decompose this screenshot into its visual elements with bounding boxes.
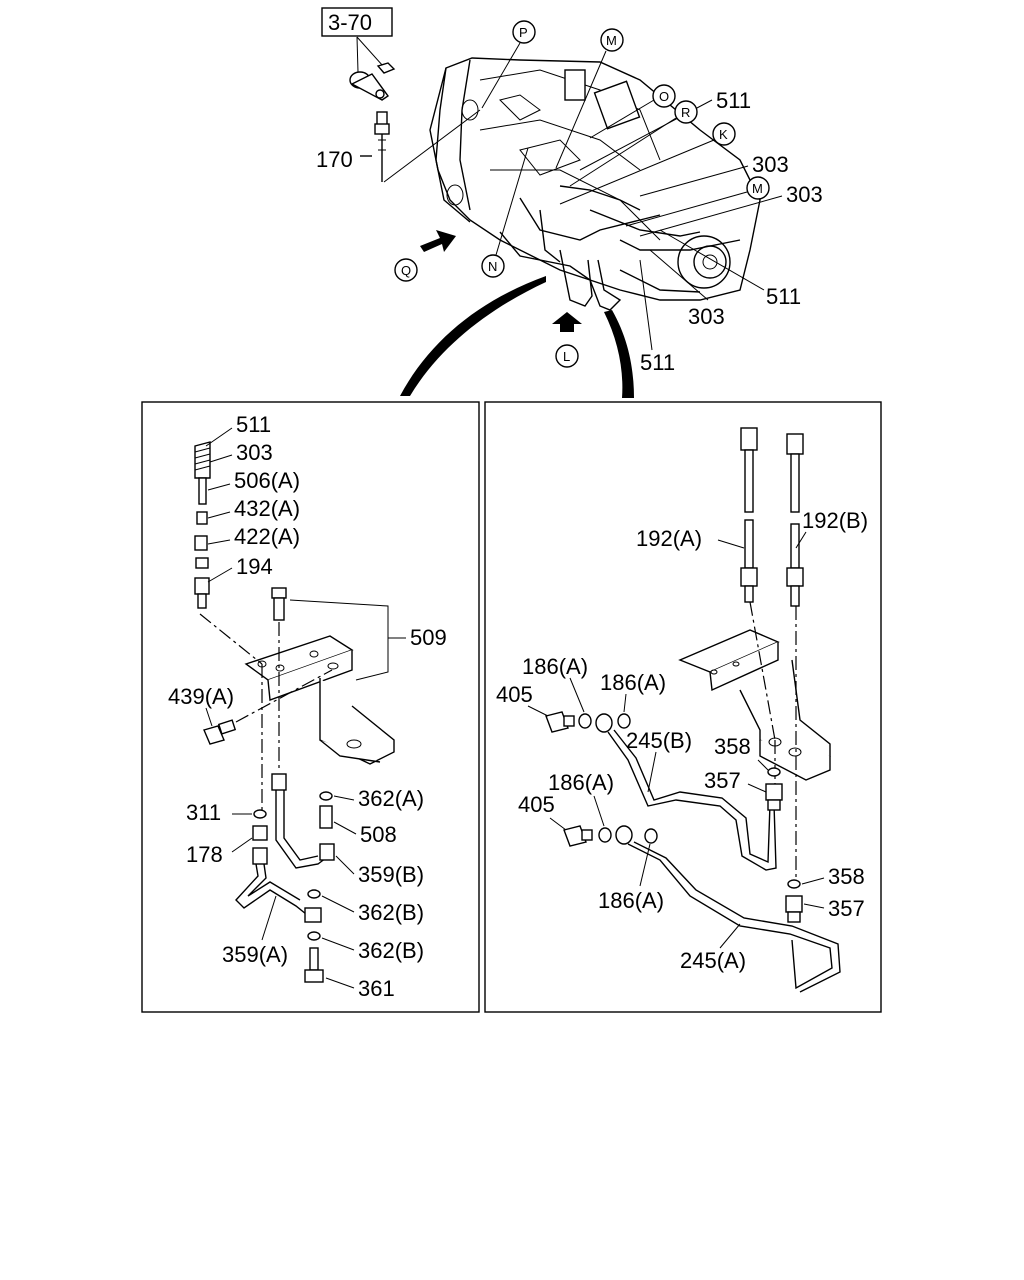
label-362a: 362(A) [358,786,424,811]
fitting-stack [194,441,211,609]
label-192b: 192(B) [802,508,868,533]
svg-text:M: M [752,181,763,196]
label-170: 170 [316,147,353,172]
pipes [499,185,701,311]
label-194: 194 [236,554,273,579]
left-detail-panel: 511 303 506(A) 432(A) 422(A) 194 509 [141,401,480,1013]
detail-arc-left [400,276,546,396]
label-303-a: 303 [752,152,789,177]
svg-text:O: O [659,89,669,104]
callout-R[interactable]: R [569,100,698,187]
callout-O[interactable]: O [589,84,676,139]
callout-Q[interactable]: Q [394,258,418,282]
label-303: 303 [236,440,273,465]
label-511-c: 511 [640,350,675,375]
callout-M-top[interactable]: M [555,28,624,169]
label-361: 361 [358,976,395,1001]
svg-text:K: K [719,127,728,142]
callout-L[interactable]: L [555,344,579,368]
label-358-b: 358 [828,864,865,889]
svg-text:R: R [681,105,690,120]
label-357-b: 357 [828,896,865,921]
label-511: 511 [236,412,271,437]
label-359a: 359(A) [222,942,288,967]
label-359b: 359(B) [358,862,424,887]
bracket-right [678,629,831,781]
svg-text:Q: Q [401,263,411,278]
callout-N[interactable]: N [481,147,529,278]
label-186a-2: 186(A) [600,670,666,695]
label-362b-2: 362(B) [358,938,424,963]
label-186a-1: 186(A) [522,654,588,679]
svg-text:M: M [606,33,617,48]
label-439a: 439(A) [168,684,234,709]
bolt-170 [374,111,390,182]
transmission-assembly: 3-70 170 [316,7,823,398]
callout-M-right[interactable]: M [625,176,770,227]
clamp-part [349,62,396,101]
view-arrow-Q [420,230,456,252]
label-506a: 506(A) [234,468,300,493]
bolt-439a [203,719,237,745]
svg-text:N: N [488,259,497,274]
lower-fittings-left [235,773,335,983]
label-186a-3: 186(A) [548,770,614,795]
detail-arc-right [604,310,634,398]
label-178: 178 [186,842,223,867]
svg-text:P: P [519,25,528,40]
transmission-housing [429,57,761,301]
svg-text:L: L [563,349,570,364]
label-358-a: 358 [714,734,751,759]
label-508: 508 [360,822,397,847]
banjo-fittings [545,711,841,993]
label-362b-1: 362(B) [358,900,424,925]
label-245b: 245(B) [626,728,692,753]
pipe-192b [786,433,804,607]
label-511-a: 511 [716,88,751,113]
label-405-a: 405 [496,682,533,707]
label-432a: 432(A) [234,496,300,521]
right-detail-panel: 192(A) 192(B) [484,401,882,1013]
label-303-b: 303 [786,182,823,207]
label-303-c: 303 [688,304,725,329]
label-511-b: 511 [766,284,801,309]
label-186a-4: 186(A) [598,888,664,913]
label-422a: 422(A) [234,524,300,549]
callout-K[interactable]: K [559,122,736,205]
pipe-192a [740,427,758,603]
label-357-a: 357 [704,768,741,793]
label-192a: 192(A) [636,526,702,551]
label-405-b: 405 [518,792,555,817]
callout-P[interactable]: P [481,20,536,109]
reference-box[interactable] [321,7,393,37]
label-245a: 245(A) [680,948,746,973]
label-509: 509 [410,625,447,650]
view-arrow-L [552,312,582,332]
reference-box-label: 3-70 [328,10,372,35]
label-311: 311 [186,800,221,825]
